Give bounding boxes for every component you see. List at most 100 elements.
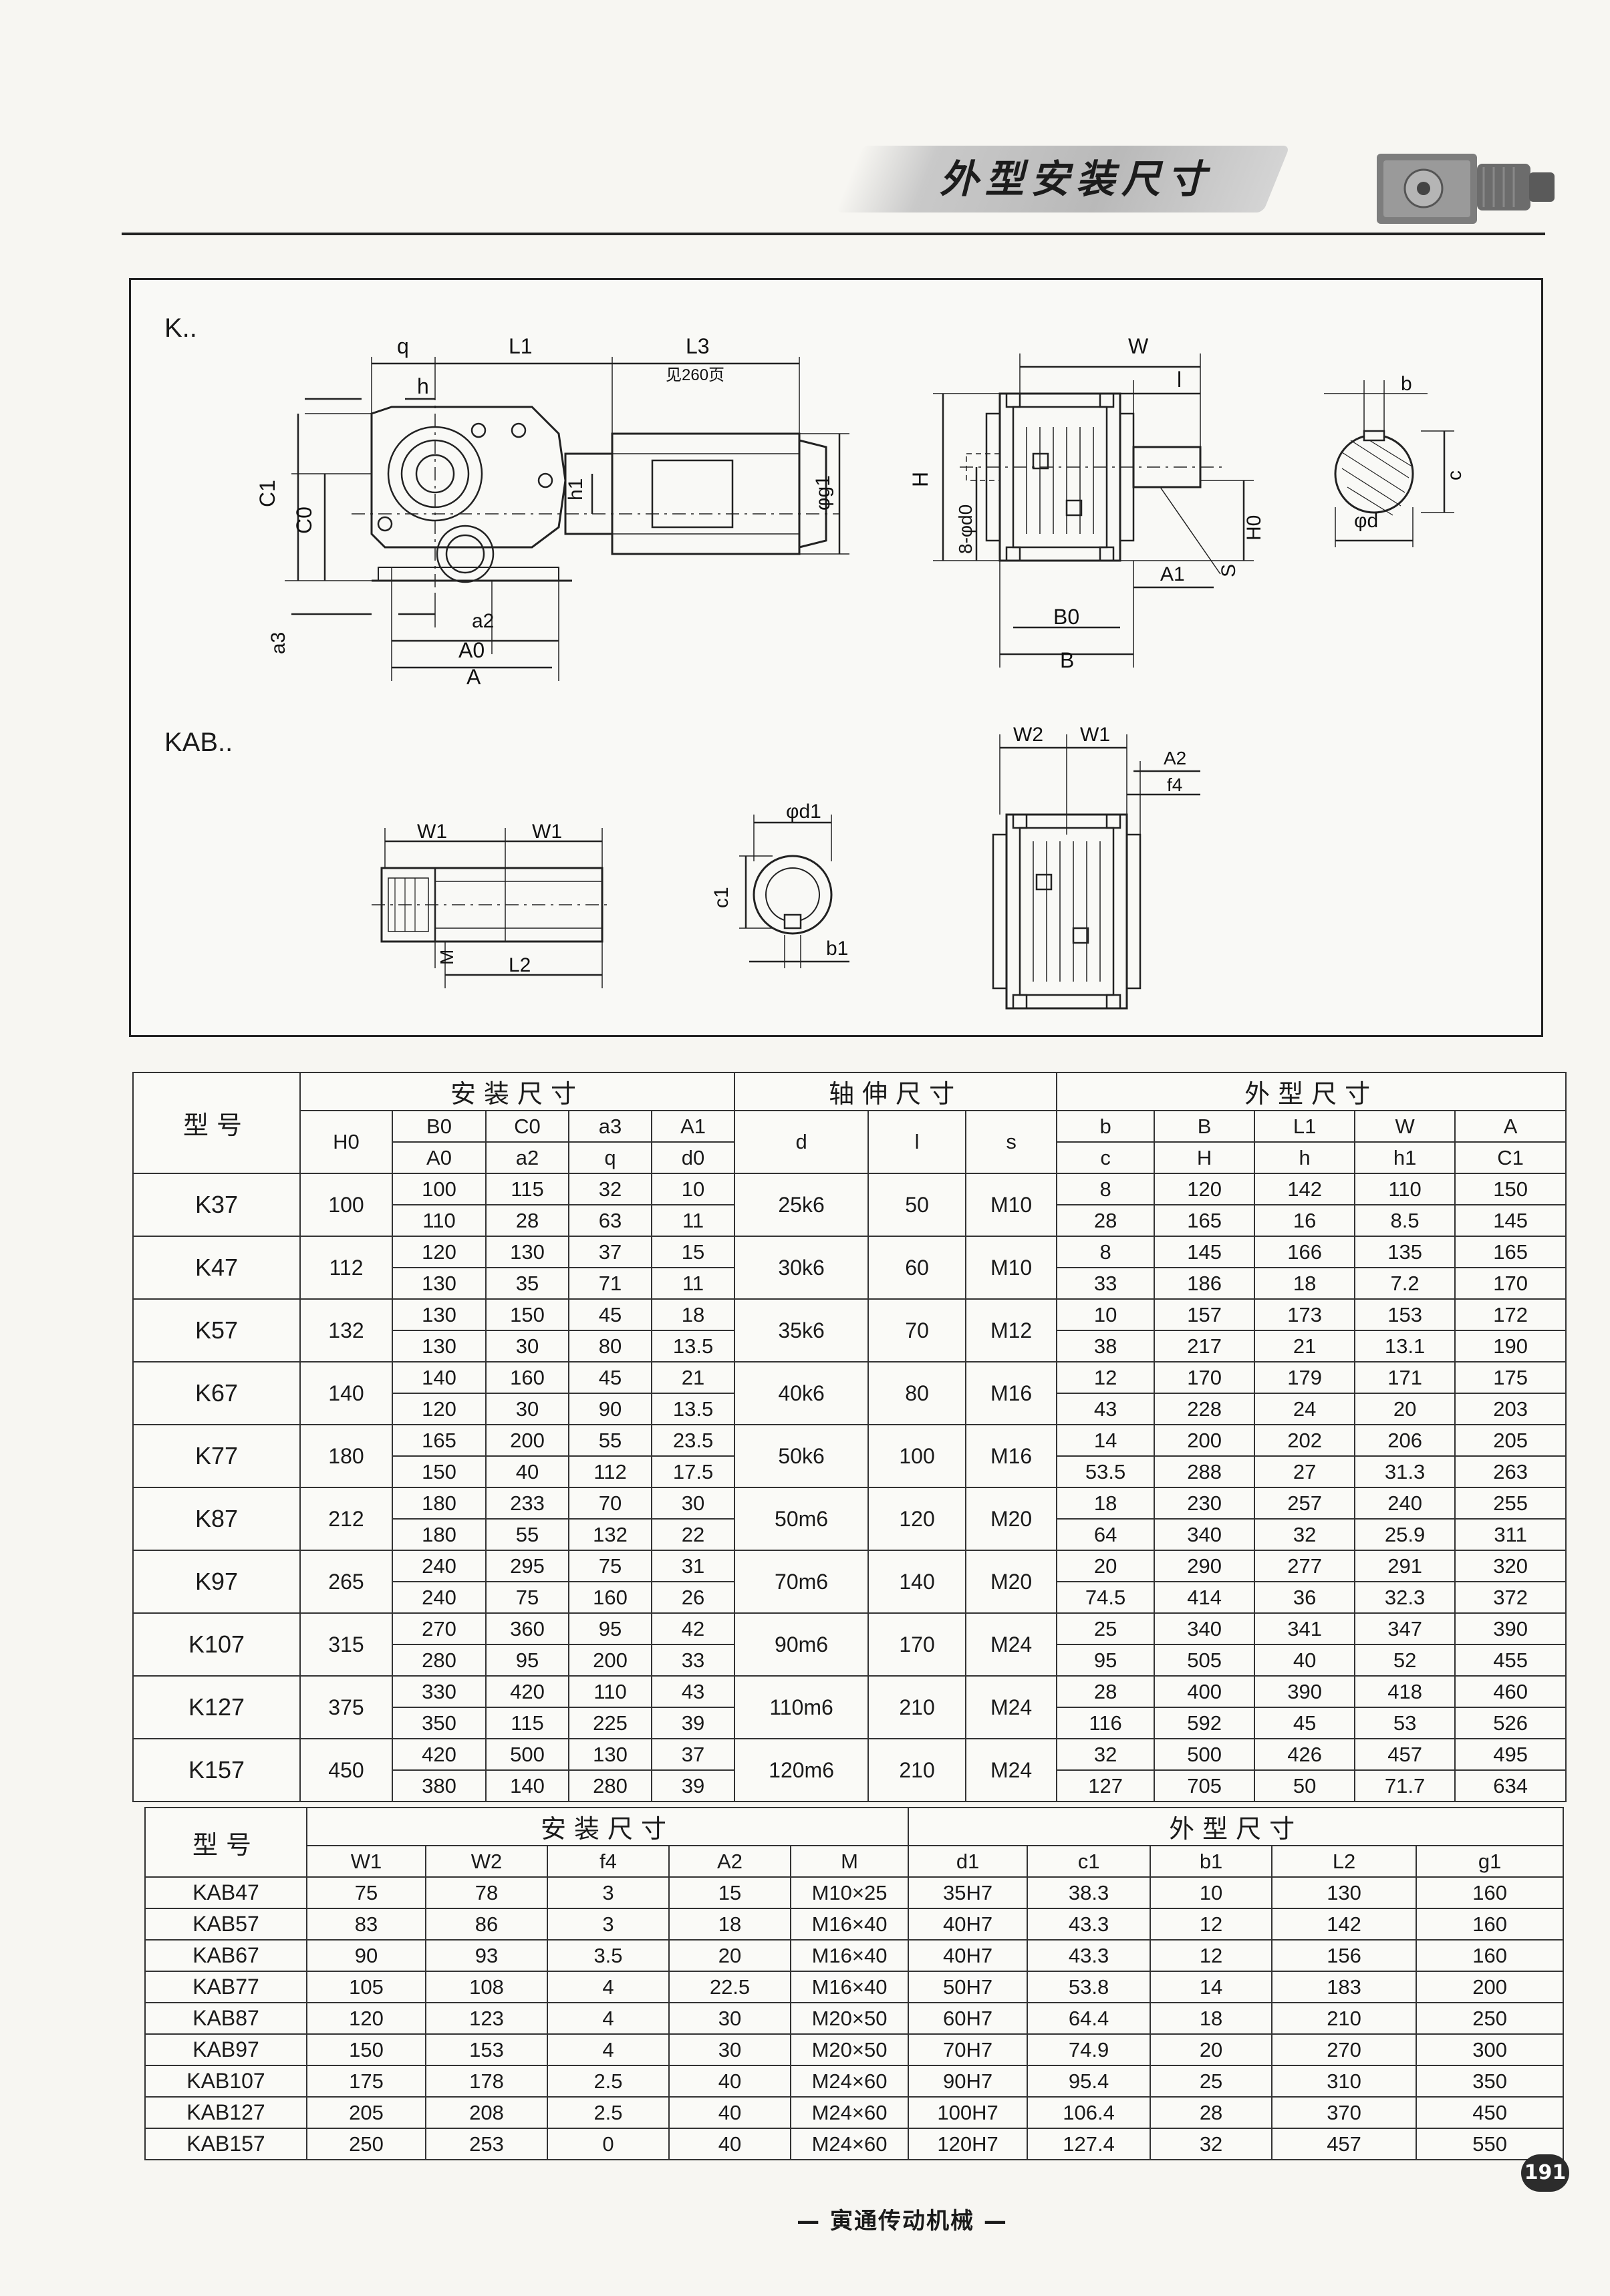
subheader-a2: a2 <box>485 1141 569 1174</box>
value-cell: 90 <box>306 1939 426 1972</box>
k-label-A: A <box>466 665 481 689</box>
value-cell: 340 <box>1154 1518 1256 1551</box>
shaft-l-cell: 120 <box>867 1487 967 1551</box>
subheader-W: W <box>1354 1110 1456 1143</box>
k-label-d: φd <box>1354 510 1378 532</box>
value-cell: 115 <box>485 1707 569 1739</box>
h0-cell: 112 <box>299 1236 393 1300</box>
kab-header-install: 安装尺寸 <box>305 1807 910 1846</box>
value-cell: 20 <box>1354 1393 1456 1425</box>
value-cell: 28 <box>1056 1204 1156 1237</box>
value-cell: 74.5 <box>1056 1581 1156 1614</box>
value-cell: 400 <box>1154 1675 1256 1708</box>
model-cell: KAB57 <box>144 1908 307 1941</box>
kab-subheader-A2: A2 <box>668 1845 791 1878</box>
value-cell: 180 <box>392 1518 487 1551</box>
value-cell: 33 <box>1056 1267 1156 1300</box>
value-cell: 295 <box>485 1550 569 1582</box>
value-cell: 206 <box>1354 1424 1456 1457</box>
value-cell: 4 <box>547 2002 670 2035</box>
value-cell: 43 <box>1056 1393 1156 1425</box>
value-cell: M24×60 <box>789 2128 910 2160</box>
value-cell: 21 <box>650 1361 736 1394</box>
value-cell: 180 <box>392 1487 487 1520</box>
k-shaft-section <box>1324 380 1454 547</box>
value-cell: 110 <box>568 1675 652 1708</box>
value-cell: 32 <box>1150 2128 1273 2160</box>
value-cell: 42 <box>650 1612 736 1645</box>
value-cell: 130 <box>568 1738 652 1771</box>
value-cell: 330 <box>392 1675 487 1708</box>
k-label-W: W <box>1128 334 1149 358</box>
value-cell: 120H7 <box>908 2128 1029 2160</box>
value-cell: 95 <box>1056 1644 1156 1677</box>
value-cell: 457 <box>1354 1738 1456 1771</box>
value-cell: M16×40 <box>789 1939 910 1972</box>
value-cell: 200 <box>1416 1971 1565 2003</box>
value-cell: 186 <box>1154 1267 1256 1300</box>
value-cell: 270 <box>392 1612 487 1645</box>
shaft-s-cell: M20 <box>965 1487 1058 1551</box>
model-cell: KAB77 <box>144 1971 307 2003</box>
value-cell: 25.9 <box>1354 1518 1456 1551</box>
subheader-B: B <box>1154 1110 1256 1143</box>
k-label-h1: h1 <box>565 478 587 500</box>
value-cell: 16 <box>1254 1204 1356 1237</box>
value-cell: 233 <box>485 1487 569 1520</box>
value-cell: 28 <box>485 1204 569 1237</box>
value-cell: 450 <box>1416 2096 1565 2129</box>
value-cell: 4 <box>547 1971 670 2003</box>
value-cell: 18 <box>1254 1267 1356 1300</box>
value-cell: 43.3 <box>1027 1939 1152 1972</box>
value-cell: 3 <box>547 1908 670 1941</box>
value-cell: 457 <box>1271 2128 1418 2160</box>
k-label-L1: L1 <box>509 334 533 358</box>
value-cell: 112 <box>568 1455 652 1488</box>
value-cell: M24×60 <box>789 2096 910 2129</box>
value-cell: 40 <box>668 2065 791 2098</box>
value-cell: 64 <box>1056 1518 1156 1551</box>
value-cell: 45 <box>568 1361 652 1394</box>
value-cell: 150 <box>306 2033 426 2066</box>
value-cell: 90 <box>568 1393 652 1425</box>
shaft-d-cell: 50m6 <box>734 1487 869 1551</box>
kab-header-outline: 外型尺寸 <box>908 1807 1565 1846</box>
h0-cell: 132 <box>299 1298 393 1362</box>
value-cell: 40 <box>1254 1644 1356 1677</box>
header-install: 安装尺寸 <box>299 1072 736 1111</box>
shaft-d-cell: 40k6 <box>734 1361 869 1425</box>
value-cell: 13.1 <box>1354 1330 1456 1362</box>
subheader-h: h <box>1254 1141 1356 1174</box>
model-cell: KAB157 <box>144 2128 307 2160</box>
value-cell: 18 <box>1056 1487 1156 1520</box>
value-cell: 55 <box>485 1518 569 1551</box>
shaft-l-cell: 50 <box>867 1173 967 1237</box>
value-cell: 38.3 <box>1027 1876 1152 1909</box>
value-cell: 45 <box>568 1298 652 1331</box>
model-cell: K127 <box>132 1675 301 1739</box>
value-cell: 130 <box>392 1330 487 1362</box>
value-cell: 14 <box>1056 1424 1156 1457</box>
h0-cell: 265 <box>299 1550 393 1614</box>
value-cell: 210 <box>1271 2002 1418 2035</box>
value-cell: 290 <box>1154 1550 1256 1582</box>
h0-cell: 180 <box>299 1424 393 1488</box>
drawing-frame: K.. KAB.. <box>129 278 1543 1037</box>
value-cell: 38 <box>1056 1330 1156 1362</box>
value-cell: 420 <box>485 1675 569 1708</box>
kab-subheader-M: M <box>789 1845 910 1878</box>
value-cell: 360 <box>485 1612 569 1645</box>
value-cell: 14 <box>1150 1971 1273 2003</box>
footer-company: — 寅通传动机械 — <box>797 2208 1008 2235</box>
subheader-c: c <box>1056 1141 1156 1174</box>
value-cell: 25 <box>1150 2065 1273 2098</box>
value-cell: 257 <box>1254 1487 1356 1520</box>
value-cell: 0 <box>547 2128 670 2160</box>
value-cell: 83 <box>306 1908 426 1941</box>
value-cell: 110 <box>392 1204 487 1237</box>
value-cell: 30 <box>485 1330 569 1362</box>
